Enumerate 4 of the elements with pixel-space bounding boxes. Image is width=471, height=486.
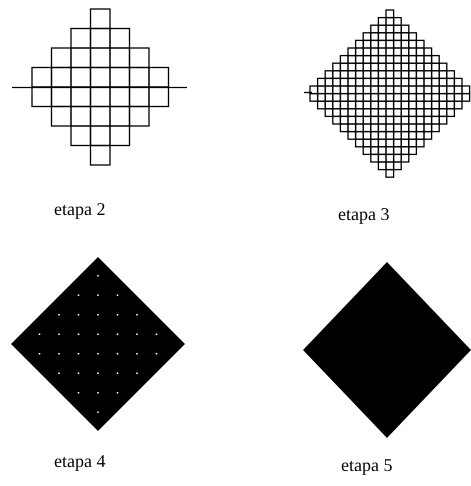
stage-label: etapa 4 [54, 452, 106, 470]
stage-label: etapa 3 [338, 205, 390, 223]
stage-label: etapa 2 [54, 200, 106, 218]
stage-label: etapa 5 [341, 456, 392, 474]
